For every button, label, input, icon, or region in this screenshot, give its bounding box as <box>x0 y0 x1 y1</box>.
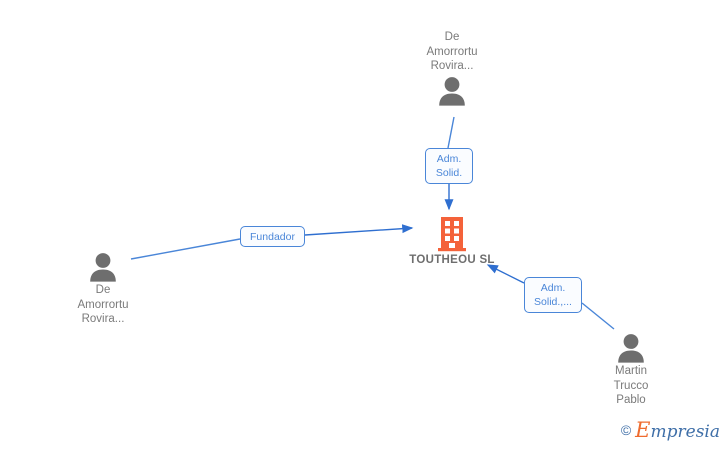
edge-label-adm-solid-top[interactable]: Adm. Solid. <box>425 148 473 184</box>
edge-left-upper <box>304 224 414 236</box>
edge-right-upper <box>486 264 525 284</box>
edge-top-upper <box>447 116 455 149</box>
brand-name: Empresia <box>635 418 720 442</box>
person-icon <box>618 334 644 363</box>
edge-label-fundador[interactable]: Fundador <box>240 226 305 247</box>
building-icon <box>438 217 466 252</box>
node-person-bottom-right[interactable]: Martin Trucco Pablo <box>571 333 691 408</box>
person-icon <box>439 76 465 106</box>
node-label-company: TOUTHEOU SL <box>409 254 495 266</box>
edge-right-lower <box>581 302 615 330</box>
node-label-person-top: De Amorrortu Rovira... <box>426 31 478 72</box>
node-person-top[interactable]: De Amorrortu Rovira... <box>392 30 512 106</box>
brand-rest: mpresia <box>650 422 721 442</box>
copyright-icon: © <box>620 422 632 438</box>
watermark-empresia: © Empresia <box>621 418 720 442</box>
node-person-left[interactable]: De Amorrortu Rovira... <box>43 252 163 327</box>
person-icon <box>90 253 116 282</box>
edge-label-adm-solid-right[interactable]: Adm. Solid.,... <box>524 277 582 313</box>
brand-initial: E <box>635 418 651 442</box>
node-company[interactable]: TOUTHEOU SL <box>392 216 512 268</box>
edge-left-lower <box>130 238 241 260</box>
node-label-person-bottom-right: Martin Trucco Pablo <box>613 365 649 406</box>
node-label-person-left: De Amorrortu Rovira... <box>77 284 129 325</box>
